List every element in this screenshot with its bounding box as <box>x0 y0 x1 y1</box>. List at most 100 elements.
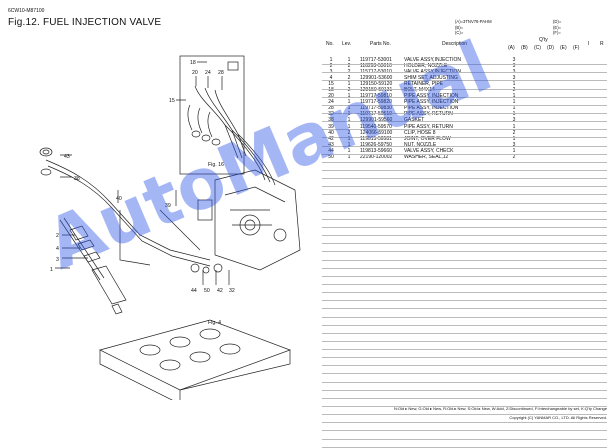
rule-line <box>322 309 607 318</box>
rule-line <box>322 130 607 139</box>
cell-qty: 2 <box>512 129 516 136</box>
rule-line <box>322 73 607 82</box>
cell-qty: 3 <box>512 57 516 63</box>
cell-pn: 119717-59820 <box>360 99 392 106</box>
header-r: R <box>600 41 604 47</box>
cell-pn: 119540-59570 <box>360 123 392 130</box>
cell-no: 1 <box>329 57 333 63</box>
cell-no: 28 <box>328 105 334 112</box>
rule-line <box>322 358 607 367</box>
cell-pn: 129150-59120 <box>360 81 393 88</box>
cell-lev: 2 <box>347 87 351 94</box>
rule-line <box>322 106 607 114</box>
cell-no: 15 <box>328 81 334 88</box>
cell-desc: PIPE ASSY, INJECTION <box>404 105 459 112</box>
cell-no: 39 <box>328 123 334 130</box>
rule-line <box>322 342 607 351</box>
cell-pn: 119717-53001 <box>360 57 392 63</box>
rule-line <box>322 431 607 440</box>
cell-no: 20 <box>328 93 334 100</box>
cell-lev: 1 <box>347 123 351 130</box>
rule-line <box>322 374 607 383</box>
rule-line <box>322 147 607 155</box>
rule-line <box>322 334 607 342</box>
rule-line <box>322 228 607 237</box>
cell-qty: 3 <box>512 117 516 124</box>
ref-fig-16: Fig. 16 <box>208 162 224 168</box>
callout-2: 2 <box>56 233 59 239</box>
callout-18: 18 <box>190 60 196 66</box>
rule-line <box>322 163 607 171</box>
model-codes: (A)=3TNV76-PAHM(D)= (B)=(E)= (C)=(F)= <box>455 19 605 36</box>
header-qty: Q'ty <box>539 37 548 43</box>
header-lev: Lev. <box>342 41 352 47</box>
cell-no: 42 <box>328 135 334 142</box>
cell-qty: 3 <box>512 141 516 148</box>
cell-qty: 1 <box>512 99 516 106</box>
cell-qty: 2 <box>512 153 516 160</box>
cell-lev: 1 <box>347 153 351 160</box>
cell-pn: 119717-59810 <box>360 93 392 100</box>
cell-desc: SHIM SET, ADJUSTING <box>404 75 458 82</box>
cell-qty: 1 <box>512 105 516 112</box>
cell-pn: 119515-59581 <box>360 135 392 142</box>
rule-line <box>322 261 607 269</box>
cell-qty: 1 <box>512 135 516 142</box>
cell-desc: VALVE ASSY, CHECK <box>404 147 454 154</box>
cell-desc: PIPE ASSY, INJECTION <box>404 93 459 100</box>
cell-qty: 3 <box>512 69 516 76</box>
callout-1: 1 <box>50 267 53 273</box>
cell-lev: 1 <box>347 105 351 112</box>
rule-line <box>322 90 607 98</box>
rule-line <box>322 98 607 106</box>
cell-qty: 1 <box>512 93 516 100</box>
rule-line <box>322 179 607 188</box>
callout-32: 32 <box>229 288 235 294</box>
cell-qty: 2 <box>512 87 516 94</box>
header-col-c: (C) <box>534 45 541 51</box>
cell-desc: RETAINER, PIPE <box>404 81 444 88</box>
callout-28: 28 <box>218 70 224 76</box>
rule-line <box>322 318 607 326</box>
model-code-row: (C)=(F)= <box>455 30 561 36</box>
cell-lev: 2 <box>347 69 351 76</box>
cell-pn: 119717-59510 <box>360 111 392 118</box>
table-rule-lines <box>322 57 607 448</box>
cell-desc: PIPE ASSY, RETURN <box>404 123 453 130</box>
cell-qty: 3 <box>512 63 516 70</box>
table-row: 28 1 119717-59830 PIPE ASSY, INJECTION 1 <box>322 105 607 111</box>
cell-desc: BOLT, M4X14 <box>404 87 435 94</box>
header-col-a: (A) <box>508 45 515 51</box>
rule-line <box>322 114 607 123</box>
cell-lev: 1 <box>347 81 351 88</box>
cell-desc: WASHER, SEAL,12 <box>404 153 449 160</box>
callout-24: 24 <box>205 70 211 76</box>
document-code: 6CW10-M87100 <box>8 8 45 14</box>
cell-desc: GASKET <box>404 117 425 124</box>
header-col-d: (D) <box>547 45 554 51</box>
ref-fig-4: Fig. 4 <box>208 320 221 326</box>
cell-no: 24 <box>328 99 334 106</box>
copyright: Copyright (C) YANMAR CO., LTD. All Right… <box>509 415 607 420</box>
cell-pn: 119717-59830 <box>360 105 392 112</box>
rule-line <box>322 57 607 66</box>
rule-line <box>322 269 607 277</box>
cell-qty: 1 <box>512 111 516 118</box>
cell-no: 3 <box>329 69 333 76</box>
rule-line <box>322 212 607 220</box>
cell-pn: 129901-53600 <box>360 75 393 82</box>
header-no: No. <box>326 41 334 47</box>
callout-15: 15 <box>169 98 175 104</box>
rule-line <box>322 244 607 253</box>
cell-lev: 2 <box>347 63 351 70</box>
